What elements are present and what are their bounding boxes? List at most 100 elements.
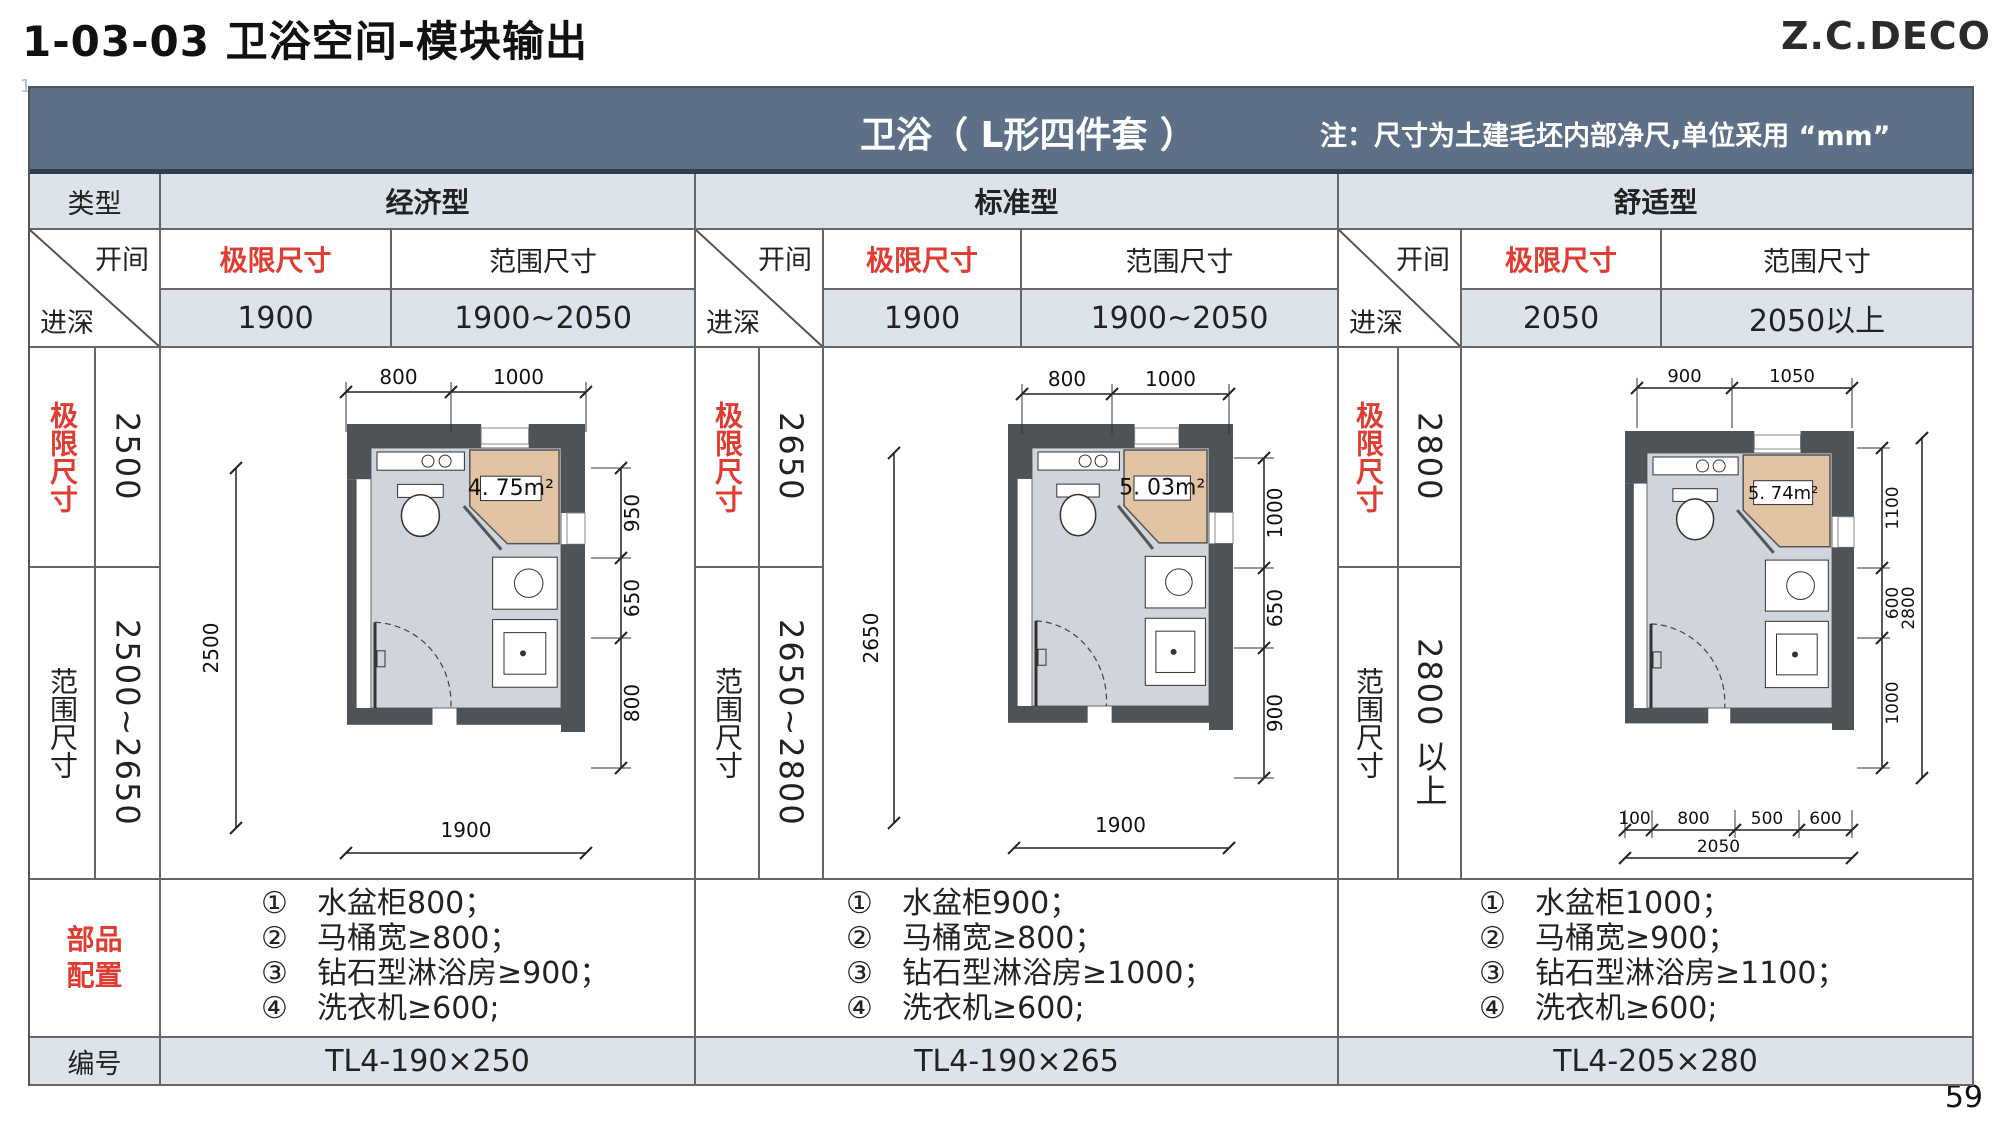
code-comfort: TL4-205×280 [1339, 1038, 1974, 1086]
label-width: 开间 [1396, 245, 1450, 276]
bottom-dim: 500 [1751, 809, 1783, 829]
toilet-bowl [400, 494, 441, 538]
drain-icon [1170, 648, 1177, 655]
limit-width-value: 2050 [1462, 290, 1662, 348]
range-width-value: 2050以上 [1662, 290, 1974, 348]
right-dim: 650 [1263, 589, 1287, 627]
label-type: 类型 [30, 174, 161, 230]
type-name-standard: 标准型 [696, 174, 1339, 230]
width-depth-header-standard: 开间 进深 [696, 230, 824, 348]
wall-top-left [347, 424, 482, 448]
right-dim: 950 [620, 494, 644, 532]
tap-icon [421, 454, 435, 468]
dimension-tick [229, 461, 243, 475]
label-width: 开间 [95, 245, 149, 276]
limit-depth-value: 2650 [760, 348, 824, 568]
spec-sheet: 卫浴（ L形四件套 ） 注：尺寸为土建毛坯内部净尺,单位采用 “mm” 类型 经… [28, 86, 1974, 1086]
label-depth: 进深 [706, 308, 760, 339]
tap-icon [438, 454, 452, 468]
wall-bottom-left [347, 708, 433, 725]
sink [1155, 630, 1196, 673]
right-dim: 650 [620, 579, 644, 617]
wall-top-left [1625, 431, 1755, 453]
wall-right [561, 544, 585, 732]
tap-icon [1078, 454, 1092, 468]
tap-icon [1094, 454, 1108, 468]
wall-top-right [1800, 431, 1854, 453]
wall-bottom-left [1625, 708, 1709, 724]
header-note: 注：尺寸为土建毛坯内部净尺,单位采用 “mm” [1320, 121, 1891, 152]
vanity-top [376, 451, 465, 471]
dimension-tick [229, 821, 243, 835]
shower-screen [1736, 509, 1775, 554]
right-total-dim: 2800 [1899, 586, 1919, 629]
wall-left [347, 479, 357, 708]
shower-screen [462, 505, 503, 551]
washer-drum [513, 568, 544, 598]
wall-right-top [1209, 448, 1233, 513]
label-depth: 进深 [40, 308, 94, 339]
label-code: 编号 [30, 1038, 161, 1086]
label-width: 开间 [758, 245, 812, 276]
area-label-box [480, 475, 542, 502]
limit-width-value: 1900 [161, 290, 392, 348]
toilet-bowl [1675, 498, 1715, 541]
wall-right-top [561, 448, 585, 513]
dimension-tick [887, 446, 901, 460]
window [480, 427, 530, 445]
type-name-comfort: 舒适型 [1339, 174, 1974, 230]
top-dim: 1050 [1769, 366, 1815, 387]
right-dim: 600 [1883, 587, 1903, 619]
bottom-dim: 1900 [441, 818, 492, 842]
wall-left-top [347, 448, 371, 480]
shower-screen [1116, 504, 1155, 550]
top-dim: 900 [1667, 366, 1701, 387]
door-swing [1650, 623, 1726, 709]
toilet-bowl [1059, 493, 1097, 537]
left-dim: 2500 [199, 623, 223, 674]
sink [503, 632, 547, 675]
window [1134, 427, 1180, 445]
wall-top-right [1178, 424, 1233, 448]
right-dim: 1000 [1883, 681, 1903, 724]
label-limit-size: 极限尺寸 [824, 230, 1022, 290]
top-dim: 1000 [493, 365, 544, 389]
wall-left [1625, 483, 1634, 708]
tap-icon [1696, 459, 1709, 473]
header-bar: 卫浴（ L形四件套 ） 注：尺寸为土建毛坯内部净尺,单位采用 “mm” [30, 88, 1972, 174]
wall-right [1832, 547, 1854, 730]
brand-logo: Z.C.DECO [1780, 14, 1991, 58]
width-depth-header-economy: 开间 进深 [30, 230, 161, 348]
type-name-economy: 经济型 [161, 174, 696, 230]
dimension-tick [1845, 851, 1859, 865]
range-width-value: 1900~2050 [392, 290, 696, 348]
window-right [1837, 516, 1855, 548]
limit-depth-value: 2800 [1399, 348, 1462, 568]
area-label: 5. 74m² [1748, 483, 1819, 504]
dimension-tick [1222, 841, 1236, 855]
door-handle [1037, 648, 1047, 666]
code-standard: TL4-190×265 [696, 1038, 1339, 1086]
right-dim: 1000 [1263, 488, 1287, 539]
dimension-tick [1915, 771, 1929, 785]
bottom-dim: 1900 [1095, 813, 1146, 837]
bottom-total-dim: 2050 [1697, 837, 1740, 857]
label-range-size: 范围尺寸 [392, 230, 696, 290]
ghost-mark: 1 [20, 76, 32, 97]
right-dim: 1100 [1883, 486, 1903, 529]
door-swing [374, 621, 452, 709]
right-dim: 800 [620, 684, 644, 722]
wall-right-top [1832, 453, 1854, 517]
